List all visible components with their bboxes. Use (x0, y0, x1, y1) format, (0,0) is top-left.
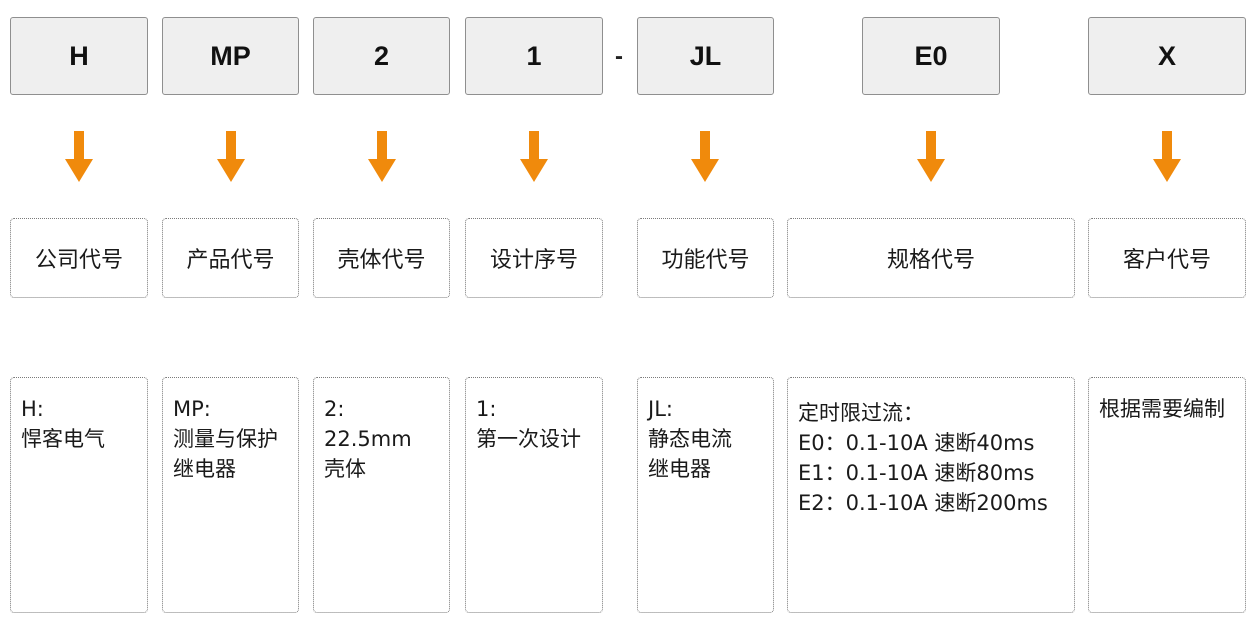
code-text: JL (689, 40, 722, 71)
desc-line: JL: (648, 397, 673, 421)
desc-box-design: 1: 第一次设计 (465, 377, 603, 613)
code-box-company: H (10, 17, 148, 95)
label-text: 公司代号 (34, 248, 123, 273)
desc-line: H: (21, 397, 44, 421)
desc-line: 壳体 (324, 457, 366, 481)
label-box-housing: 壳体代号 (313, 218, 450, 298)
code-box-spec: E0 (862, 17, 1000, 95)
desc-line: 第一次设计 (476, 427, 581, 451)
desc-line: 悍客电气 (21, 427, 105, 451)
code-box-function: JL (637, 17, 774, 95)
label-text: 功能代号 (661, 248, 750, 273)
desc-box-product: MP: 测量与保护 继电器 (162, 377, 299, 613)
code-separator: - (615, 43, 623, 70)
desc-line: 2: (324, 397, 345, 421)
desc-line: 静态电流 (648, 427, 732, 451)
code-box-customer: X (1088, 17, 1246, 95)
desc-box-function: JL: 静态电流 继电器 (637, 377, 774, 613)
arrow-down-icon (368, 131, 396, 182)
desc-line: 22.5mm (324, 427, 412, 451)
code-text: X (1157, 40, 1176, 71)
desc-line: 1: (476, 397, 497, 421)
label-text: 设计序号 (489, 248, 578, 273)
label-text: 客户代号 (1122, 248, 1211, 273)
code-box-housing: 2 (313, 17, 450, 95)
label-box-product: 产品代号 (162, 218, 299, 298)
label-box-design: 设计序号 (465, 218, 603, 298)
label-box-function: 功能代号 (637, 218, 774, 298)
code-text: MP (210, 40, 251, 71)
desc-line: E2：0.1-10A 速断200ms (798, 491, 1048, 515)
label-box-spec: 规格代号 (787, 218, 1075, 298)
desc-box-company: H: 悍客电气 (10, 377, 148, 613)
desc-line: 测量与保护 (173, 427, 278, 451)
desc-line: E0：0.1-10A 速断40ms (798, 431, 1035, 455)
desc-line: 根据需要编制 (1099, 397, 1225, 421)
label-text: 规格代号 (886, 248, 975, 273)
label-text: 产品代号 (186, 248, 275, 273)
desc-line: 继电器 (173, 457, 236, 481)
label-text: 壳体代号 (337, 248, 426, 273)
arrow-down-icon (217, 131, 245, 182)
code-box-product: MP (162, 17, 299, 95)
code-text: H (69, 40, 89, 71)
arrow-down-icon (65, 131, 93, 182)
desc-line: 定时限过流： (798, 401, 924, 425)
code-box-design: 1 (465, 17, 603, 95)
label-box-customer: 客户代号 (1088, 218, 1246, 298)
code-text: 2 (373, 40, 390, 71)
desc-box-spec: 定时限过流： E0：0.1-10A 速断40ms E1：0.1-10A 速断80… (787, 377, 1075, 613)
arrow-down-icon (691, 131, 719, 182)
desc-line: E1：0.1-10A 速断80ms (798, 461, 1035, 485)
code-text: E0 (914, 40, 948, 71)
desc-box-housing: 2: 22.5mm 壳体 (313, 377, 450, 613)
desc-box-customer: 根据需要编制 (1088, 377, 1246, 613)
arrow-down-icon (1153, 131, 1181, 182)
arrow-down-icon (520, 131, 548, 182)
label-box-company: 公司代号 (10, 218, 148, 298)
code-text: 1 (526, 40, 542, 71)
desc-line: 继电器 (648, 457, 711, 481)
desc-line: MP: (173, 397, 211, 421)
arrow-down-icon (917, 131, 945, 182)
